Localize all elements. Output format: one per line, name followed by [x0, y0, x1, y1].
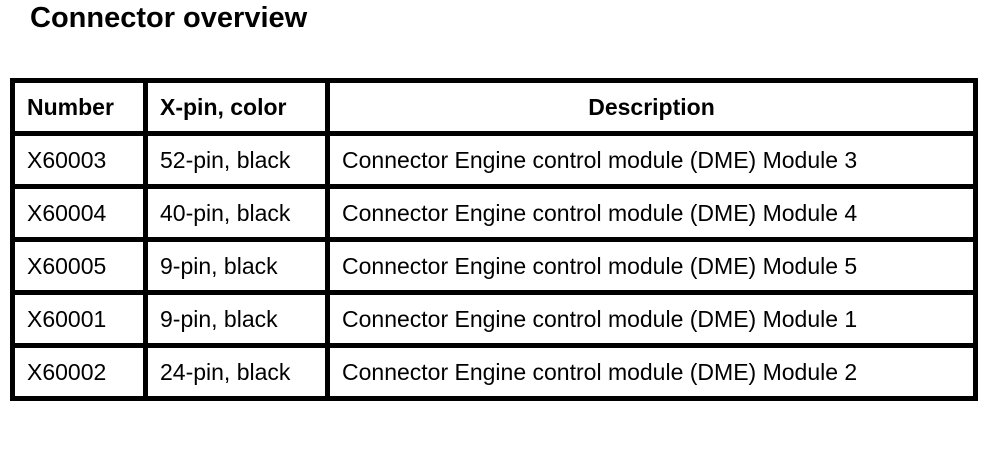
table-row: X60001 9-pin, black Connector Engine con… [10, 290, 978, 348]
table-header: Number X-pin, color Description [10, 78, 978, 136]
table-row: X60003 52-pin, black Connector Engine co… [10, 131, 978, 189]
cell-number: X60004 [10, 184, 148, 242]
cell-number: X60003 [10, 131, 148, 189]
table-header-row: Number X-pin, color Description [10, 78, 978, 136]
table-body: X60003 52-pin, black Connector Engine co… [10, 131, 978, 401]
cell-number: X60001 [10, 290, 148, 348]
column-header-description: Description [325, 78, 978, 136]
cell-pin-color: 24-pin, black [143, 343, 330, 401]
cell-description: Connector Engine control module (DME) Mo… [325, 237, 978, 295]
cell-pin-color: 9-pin, black [143, 237, 330, 295]
table-row: X60004 40-pin, black Connector Engine co… [10, 184, 978, 242]
cell-number: X60005 [10, 237, 148, 295]
page-title: Connector overview [30, 2, 308, 34]
cell-pin-color: 52-pin, black [143, 131, 330, 189]
column-header-pin-color: X-pin, color [143, 78, 330, 136]
cell-pin-color: 9-pin, black [143, 290, 330, 348]
connector-overview-table: Number X-pin, color Description X60003 5… [10, 78, 978, 401]
table-row: X60002 24-pin, black Connector Engine co… [10, 343, 978, 401]
cell-description: Connector Engine control module (DME) Mo… [325, 343, 978, 401]
cell-number: X60002 [10, 343, 148, 401]
cell-description: Connector Engine control module (DME) Mo… [325, 131, 978, 189]
column-header-number: Number [10, 78, 148, 136]
cell-description: Connector Engine control module (DME) Mo… [325, 184, 978, 242]
table-row: X60005 9-pin, black Connector Engine con… [10, 237, 978, 295]
cell-description: Connector Engine control module (DME) Mo… [325, 290, 978, 348]
cell-pin-color: 40-pin, black [143, 184, 330, 242]
